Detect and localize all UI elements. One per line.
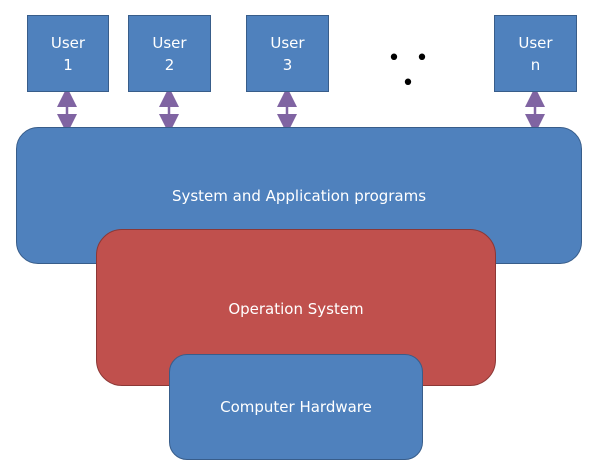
user-3-label: User: [270, 33, 305, 52]
user-2-box: User 2: [128, 15, 211, 92]
user-n-number: n: [530, 55, 541, 74]
user-2-number: 2: [164, 55, 175, 74]
user-n-label: User: [518, 33, 553, 52]
user-n-box: User n: [494, 15, 577, 92]
user-3-number: 3: [282, 55, 293, 74]
user-2-label: User: [152, 33, 187, 52]
user-3-box: User 3: [246, 15, 329, 92]
computer-hardware-layer: Computer Hardware: [169, 354, 423, 460]
user-1-label: User: [50, 33, 86, 52]
operating-system-label: Operation System: [228, 300, 364, 318]
user-1-box: User 1: [27, 15, 109, 92]
ellipsis: • • •: [387, 46, 433, 96]
user-1-number: 1: [63, 55, 73, 74]
hardware-label: Computer Hardware: [220, 398, 372, 416]
applications-label: System and Application programs: [171, 187, 427, 205]
